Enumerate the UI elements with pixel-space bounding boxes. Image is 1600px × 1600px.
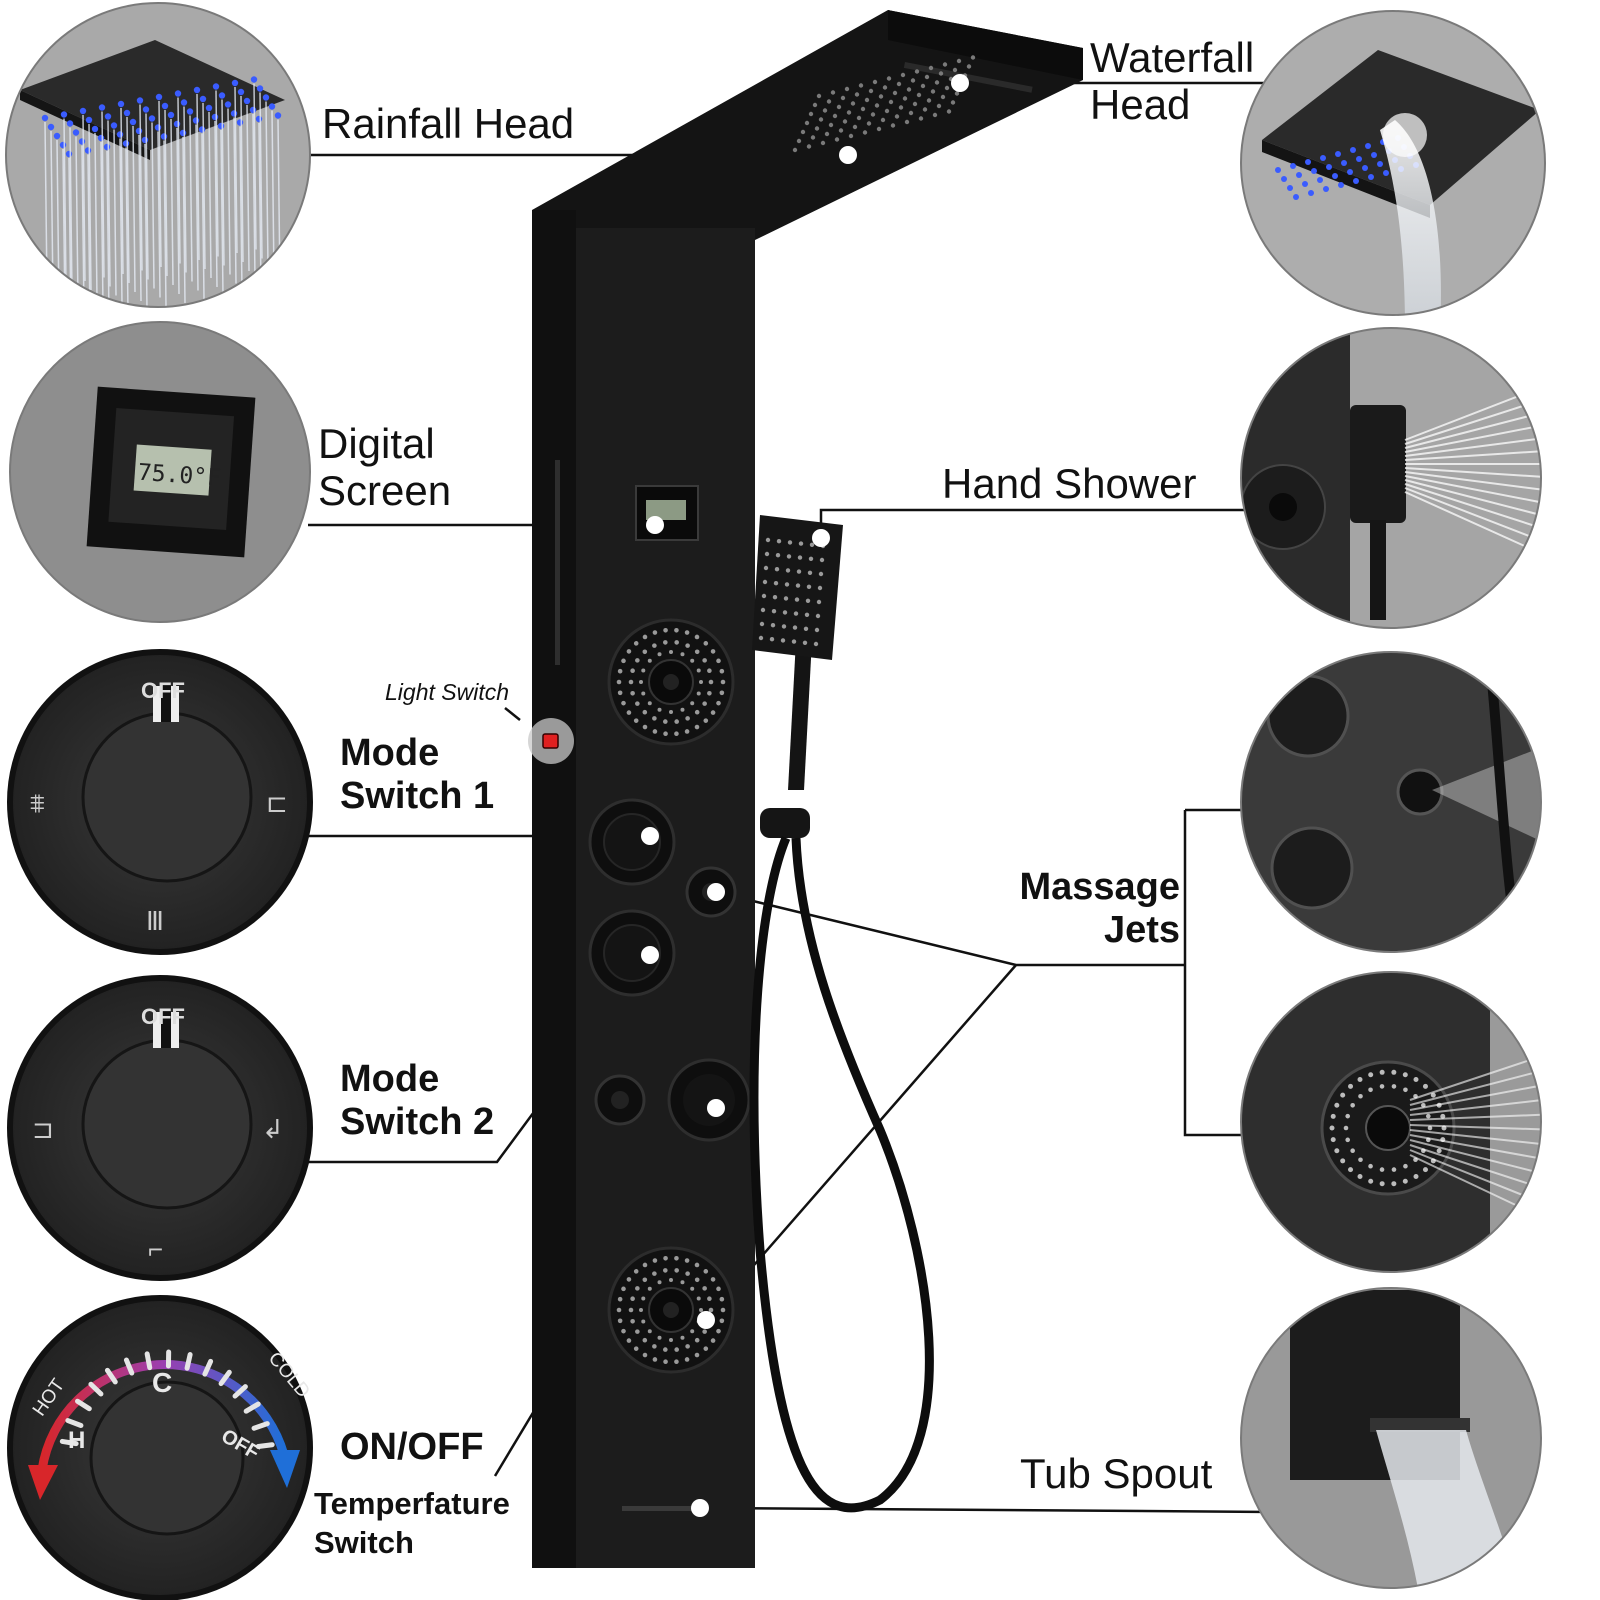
rainfall-nozzles (792, 55, 976, 153)
massage-jets-label-line-1: Massage (1019, 866, 1180, 908)
small-jet-lower (594, 1074, 646, 1126)
waterfall-head-label: Waterfall Head (1090, 34, 1254, 128)
pointer-dots (641, 74, 969, 1517)
mode-switch-1-label: Mode Switch 1 (340, 732, 494, 817)
massage-jet-photo-2 (1240, 971, 1542, 1273)
temperature-switch-label: Temperfature Switch (314, 1485, 510, 1563)
tub-spout-photo (1240, 1287, 1542, 1589)
tub-spout-label: Tub Spout (1020, 1450, 1213, 1497)
hand-shower-device (749, 515, 934, 1513)
dial-h-text: H (68, 1427, 85, 1454)
tub-symbol-bottom: ⌐ (148, 1234, 163, 1264)
massage-jets-label-line-2: Jets (1103, 908, 1180, 951)
temperature-switch-label-line-2: Switch (314, 1524, 414, 1560)
digital-screen-photo: 75.0°F (9, 321, 311, 623)
spout-symbol-bottom: Ⅲ (146, 906, 164, 936)
hand-shower-photo (1240, 327, 1542, 629)
mode-switch-1-knob (588, 798, 676, 886)
dial-off-text-1: OFF (141, 678, 185, 703)
on-off-label: ON/OFF (340, 1426, 484, 1468)
mode-switch-2-label-line-2: Switch 2 (340, 1100, 495, 1143)
body-jet-upper (607, 618, 735, 746)
mode-switch-2-dial: OFF ⊐ ↲ ⌐ (7, 975, 313, 1281)
digital-screen-label-line-2: Screen (318, 467, 452, 515)
temperature-dial: HOT COLD H C OFF (7, 1295, 314, 1600)
temperature-knob (667, 1058, 751, 1142)
connector-lines (308, 81, 1285, 1514)
mode-switch-1-dial: OFF ⩨ ⊏ Ⅲ (7, 649, 313, 955)
mode-switch-2-knob (588, 909, 676, 997)
mode-switch-2-label-line-1: Mode (340, 1058, 440, 1100)
mode-switch-1-label-line-2: Switch 1 (340, 774, 495, 817)
light-switch-button (528, 718, 574, 764)
rainfall-head-label: Rainfall Head (322, 100, 575, 147)
temperature-switch-label-line-1: Temperfature (314, 1486, 510, 1521)
screen-reading-text: 75.0°F (137, 460, 222, 492)
massage-jet-photo-1 (1240, 651, 1542, 953)
digital-screen-device (635, 485, 699, 541)
shower-symbol-left: ⊐ (32, 1114, 54, 1144)
rain-symbol-left: ⩨ (30, 788, 45, 818)
shower-panel (528, 10, 1083, 1568)
dial-c-text: C (152, 1367, 172, 1398)
waterfall-head-photo (1240, 10, 1546, 316)
hand-symbol-right: ↲ (262, 1114, 284, 1144)
mode-switch-1-label-line-1: Mode (340, 732, 440, 774)
hand-shower-label: Hand Shower (942, 460, 1197, 507)
waterfall-head-label-line-1: Waterfall (1090, 34, 1255, 81)
dial-off-text-2: OFF (141, 1004, 185, 1029)
digital-screen-label: Digital Screen (318, 420, 451, 514)
massage-jets-label: Massage Jets (960, 866, 1180, 951)
waterfall-head-label-line-2: Head (1090, 81, 1191, 129)
body-jet-lower (607, 1246, 735, 1374)
shower-symbol-right: ⊏ (266, 788, 288, 818)
digital-screen-label-line-1: Digital (318, 420, 435, 467)
light-switch-label: Light Switch (385, 679, 510, 705)
mode-switch-2-label: Mode Switch 2 (340, 1058, 494, 1143)
rainfall-head-photo (5, 2, 311, 308)
